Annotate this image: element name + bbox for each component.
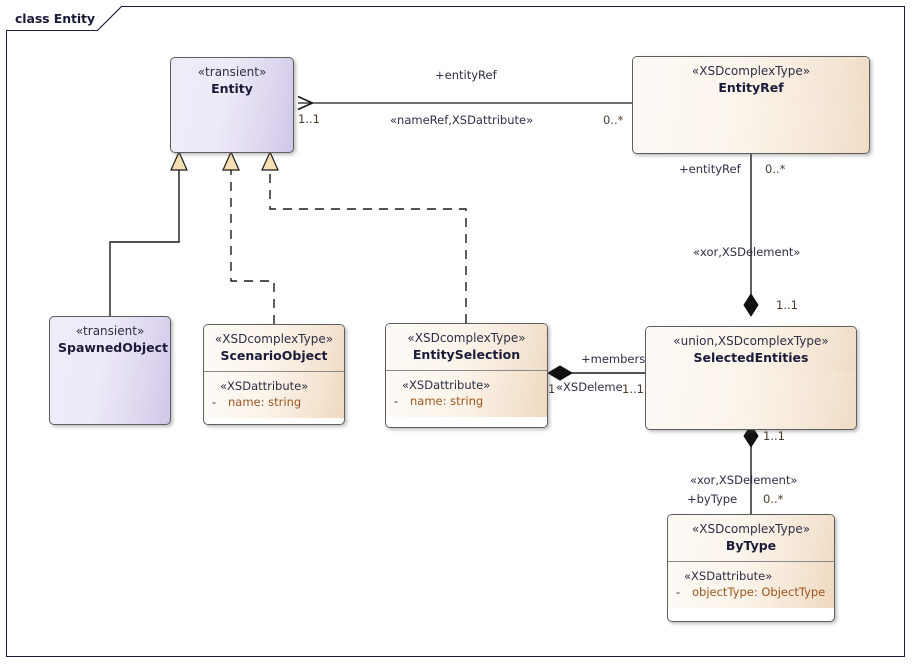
label-selectedentities-multiplicity-bottom: 1..1 [763,429,785,443]
label-members-stereotype: «XSDeleme [556,380,622,394]
bytype-attr-stereotype: «XSDattribute» [684,569,773,583]
entity-stereotype: «transient» [197,65,267,79]
entityref-header: «XSDcomplexType» EntityRef [633,57,869,103]
label-bytype-multiplicity: 0..* [763,492,784,506]
label-nameref-stereotype: «nameRef,XSDattribute» [390,113,534,127]
entityselection-attr-stereotype: «XSDattribute» [402,378,491,392]
label-members-role: +members [581,352,646,366]
scenarioobject-stereotype: «XSDcomplexType» [214,332,334,346]
label-xor-element-lower: «xor,XSDelement» [690,473,798,487]
scenarioobject-attribute-row: - name: string [212,394,336,411]
bytype-attributes: «XSDattribute» - objectType: ObjectType [668,562,834,608]
label-entityref-multiplicity-right: 0..* [603,113,624,127]
label-selectedentities-multiplicity-top: 1..1 [776,298,798,312]
bytype-header: «XSDcomplexType» ByType [668,515,834,561]
diagram-title-tab-body: class Entity [6,6,122,31]
bytype-attribute-row: - objectType: ObjectType [676,584,826,601]
bytype-divider [668,561,834,562]
entityselection-header: «XSDcomplexType» EntitySelection [386,324,547,370]
class-node-selectedentities[interactable]: «union,XSDcomplexType» SelectedEntities [645,326,857,430]
attribute-visibility: - [676,585,681,599]
class-node-entityselection[interactable]: «XSDcomplexType» EntitySelection «XSDatt… [385,323,548,428]
entityselection-attribute-row: - name: string [394,393,539,410]
selectedentities-stereotype: «union,XSDcomplexType» [673,334,829,348]
spawnedobject-stereotype: «transient» [75,324,145,338]
class-node-entity[interactable]: «transient» Entity [170,57,294,153]
entityselection-stereotype: «XSDcomplexType» [407,331,526,345]
label-members-multiplicity-source: 1 [548,382,556,396]
spawnedobject-name: SpawnedObject [58,340,168,355]
scenarioobject-divider [204,371,344,372]
attribute-text: name: string [228,395,302,409]
diagram-title-tab: class Entity [6,6,122,31]
bytype-stereotype: «XSDcomplexType» [691,522,811,536]
scenarioobject-attr-stereotype: «XSDattribute» [220,379,309,393]
class-node-entityref[interactable]: «XSDcomplexType» EntityRef [632,56,870,154]
bytype-name: ByType [725,538,777,553]
label-entityref-role-top: +entityRef [435,68,497,82]
entity-name: Entity [211,81,253,96]
entityref-name: EntityRef [718,80,784,95]
label-bytype-role: +byType [687,492,738,506]
entityselection-divider [386,370,547,371]
class-node-scenarioobject[interactable]: «XSDcomplexType» ScenarioObject «XSDattr… [203,324,345,425]
class-node-bytype[interactable]: «XSDcomplexType» ByType «XSDattribute» -… [667,514,835,622]
entityref-stereotype: «XSDcomplexType» [691,64,811,78]
scenarioobject-name: ScenarioObject [220,348,328,363]
entityselection-name: EntitySelection [412,347,521,362]
tab-slant-decoration [96,6,122,31]
label-entityref-role-bottom: +entityRef [679,162,741,176]
selectedentities-header: «union,XSDcomplexType» SelectedEntities [646,327,856,373]
attribute-text: name: string [410,394,484,408]
label-entityref-multiplicity-bottom: 0..* [765,162,786,176]
attribute-visibility: - [212,395,217,409]
scenarioobject-header: «XSDcomplexType» ScenarioObject [204,325,344,371]
label-members-multiplicity-target: 1..1 [622,382,644,396]
diagram-title-label: class Entity [15,10,95,26]
entityselection-attributes: «XSDattribute» - name: string [386,371,547,417]
class-node-spawnedobject[interactable]: «transient» SpawnedObject [49,316,171,425]
attribute-visibility: - [394,394,399,408]
selectedentities-name: SelectedEntities [693,350,809,365]
attribute-text: objectType: ObjectType [692,585,826,599]
label-xor-element-upper: «xor,XSDelement» [693,245,801,259]
spawnedobject-header: «transient» SpawnedObject [50,317,170,363]
label-entity-multiplicity-left: 1..1 [298,112,320,126]
scenarioobject-attributes: «XSDattribute» - name: string [204,372,344,418]
entity-header: «transient» Entity [171,58,293,104]
